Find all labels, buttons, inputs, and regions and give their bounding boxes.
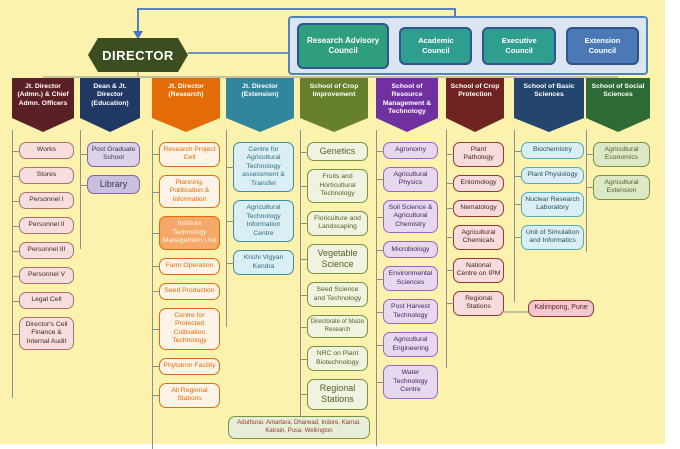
org-column-education: Dean & Jt. Director (Education) Post Grad… bbox=[80, 78, 140, 249]
org-column-research: Jt. Director (Research) Research Project … bbox=[152, 78, 220, 449]
connector-line bbox=[446, 130, 447, 368]
org-box-all-regional-stations: All Regional Stations bbox=[152, 382, 220, 408]
council-extension-council: Extension Council bbox=[565, 26, 639, 65]
council-research-advisory-council: Research Advisory Council bbox=[297, 22, 390, 69]
column-header-crop-improvement: School of Crop Improvement bbox=[300, 78, 368, 132]
column-header-administration: Jt. Director (Admn.) & Chief Admn. Offic… bbox=[12, 78, 74, 132]
org-box-plant-physiology: Plant Physiology bbox=[514, 167, 584, 184]
org-box-personnel-iii: Personnel III bbox=[12, 242, 74, 259]
org-box-seed-production: Seed Production bbox=[152, 282, 220, 300]
council-executive-council: Executive Council bbox=[482, 26, 556, 65]
org-box-nuclear-research-laboratory: Nuclear Research Laboratory bbox=[514, 192, 584, 217]
org-box-agricultural-chemicals: Agricultural Chemicals bbox=[446, 224, 504, 250]
org-box-agricultural-technology-information-centre: Agricultural Technology Information Cent… bbox=[226, 200, 294, 243]
org-box-works: Works bbox=[12, 142, 74, 159]
org-box-centre-for-agricultural-technology-assessm: Centre for Agricultural Technology asses… bbox=[226, 142, 294, 193]
org-box-personnel-i: Personnel I bbox=[12, 192, 74, 209]
org-box-phytotron-facility: Phytotron Facility bbox=[152, 357, 220, 375]
org-box-post-harvest-technology: Post Harvest Technology bbox=[376, 299, 438, 325]
org-box-seed-science-and-technology: Seed Science and Technology bbox=[300, 282, 368, 308]
org-box-fruits-and-horticultural-technology: Fruits and Horticultural Technology bbox=[300, 169, 368, 203]
org-box-microbiology: Microbiology bbox=[376, 241, 438, 259]
org-box-stores: Stores bbox=[12, 167, 74, 184]
council-academic-council: Academic Council bbox=[399, 26, 473, 65]
org-box-regional-stations: Regional Stations bbox=[300, 379, 368, 410]
org-box-library: Library bbox=[80, 174, 140, 195]
column-header-crop-protection: School of Crop Protection bbox=[446, 78, 504, 132]
org-box-agronomy: Agronomy bbox=[376, 142, 438, 159]
column-header-basic-sciences: School of Basic Sciences bbox=[514, 78, 584, 132]
org-box-water-technology-centre: Water Technology Centre bbox=[376, 365, 438, 399]
org-box-nematology: Nematology bbox=[446, 199, 504, 217]
org-box-genetics: Genetics bbox=[300, 142, 368, 162]
org-box-planning-publication-information: Planning, Publication & Information bbox=[152, 174, 220, 209]
connector-line bbox=[300, 130, 301, 420]
connector-line bbox=[226, 130, 227, 327]
column-header-resource-management: School of Resource Management & Technolo… bbox=[376, 78, 438, 132]
column-header-social-sciences: School of Social Sciences bbox=[586, 78, 650, 132]
org-box-legal-cell: Legal Cell bbox=[12, 292, 74, 309]
org-box-floriculture-and-landscaping: Floriculture and Landscaping bbox=[300, 210, 368, 236]
org-box-research-project-cell: Research Project Cell bbox=[152, 142, 220, 167]
org-box-agricultural-engineering: Agricultural Engineering bbox=[376, 332, 438, 358]
org-column-administration: Jt. Director (Admn.) & Chief Admn. Offic… bbox=[12, 78, 74, 398]
org-box-agricultural-extension: Agricultural Extension bbox=[586, 174, 650, 200]
org-box-environmental-sciences: Environmental Sciences bbox=[376, 266, 438, 292]
connector-line bbox=[586, 130, 587, 252]
connector-line bbox=[80, 130, 81, 249]
connector-line bbox=[514, 130, 515, 302]
org-box-farm-operation: Farm Operation bbox=[152, 257, 220, 275]
org-box-personnel-ii: Personnel II bbox=[12, 217, 74, 234]
org-box-personnel-v: Personnel V bbox=[12, 267, 74, 284]
org-box-agricultural-physics: Agricultural Physics bbox=[376, 167, 438, 192]
org-box-centre-for-protected-cultivation-technolog: Centre for Protected Cultivation Technol… bbox=[152, 307, 220, 350]
org-box-kalimpong-pune: Kalimpong, Pune bbox=[528, 300, 594, 317]
connector-line bbox=[12, 130, 13, 398]
column-header-education: Dean & Jt. Director (Education) bbox=[80, 78, 140, 132]
org-box-biochemistry: Biochemistry bbox=[514, 142, 584, 159]
org-box-soil-science-agricultural-chemistry: Soil Science & Agricultural Chemistry bbox=[376, 199, 438, 234]
org-box-post-graduate-school: Post Graduate School bbox=[80, 142, 140, 167]
org-box-nrc-on-plant-biotechnology: NRC on Plant Biotechnology bbox=[300, 346, 368, 372]
org-box-agricultural-economics: Agricultural Economics bbox=[586, 142, 650, 167]
org-box-plant-pathology: Plant Pathology bbox=[446, 142, 504, 167]
org-box-regional-stations-list: Aduthurai, Amartara, Dharwad, Indore, Ka… bbox=[228, 416, 370, 439]
org-box-institute-technology-management-unit: Institute Technology Management Unit bbox=[152, 216, 220, 250]
column-header-extension: Jt. Director (Extension) bbox=[226, 78, 294, 132]
org-box-national-centre-on-ipm: National Centre on IPM bbox=[446, 257, 504, 283]
org-box-unit-of-simulation-and-informatics: Unit of Simulation and Informatics bbox=[514, 224, 584, 250]
column-header-research: Jt. Director (Research) bbox=[152, 78, 220, 132]
connector-line bbox=[152, 130, 153, 449]
connector-line bbox=[376, 130, 377, 446]
org-box-directorate-of-maize-research: Directorate of Maize Research bbox=[300, 315, 368, 339]
org-box-regional-stations: Regional Stations bbox=[446, 290, 504, 316]
org-column-extension: Jt. Director (Extension) Centre for Agric… bbox=[226, 78, 294, 327]
org-box-krishi-vigyan-kendra: Krishi Vigyan Kendra bbox=[226, 250, 294, 276]
org-column-resource-management: School of Resource Management & Technolo… bbox=[376, 78, 438, 446]
director-node: DIRECTOR bbox=[88, 38, 188, 72]
org-box-entomology: Entomology bbox=[446, 174, 504, 192]
org-box-vegetable-science: Vegetable Science bbox=[300, 243, 368, 275]
org-box-director-s-cell-finance-internal-audit: Director's Cell Finance & Internal Audit bbox=[12, 317, 74, 351]
column-boxes: Centre for Agricultural Technology asses… bbox=[226, 142, 294, 276]
